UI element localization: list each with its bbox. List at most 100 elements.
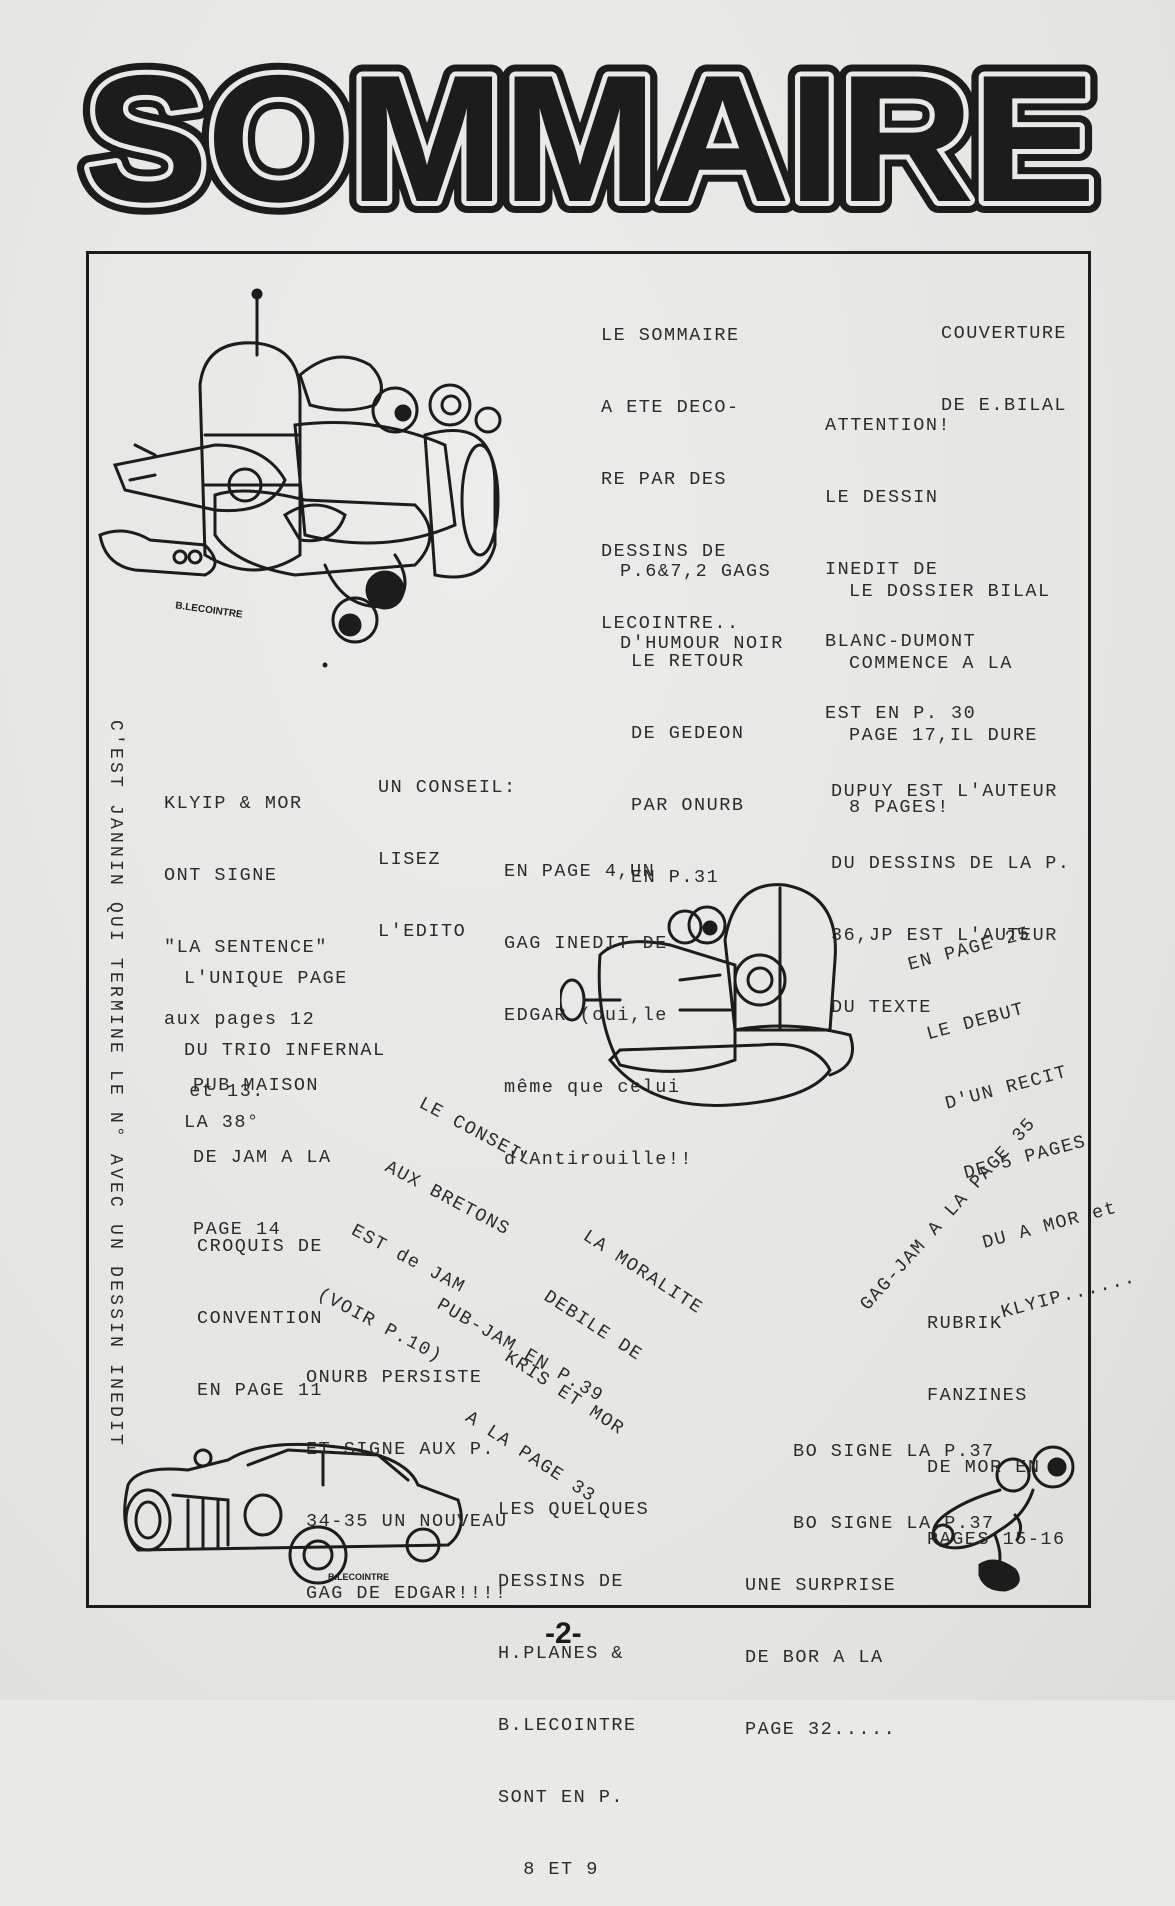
note-line: ONT SIGNE xyxy=(164,865,278,886)
note-line: EN PAGE 4,UN xyxy=(504,861,656,882)
note-line: 8 ET 9 xyxy=(498,1859,599,1880)
note-line: RE PAR DES xyxy=(601,469,728,490)
note-line: GAG DE EDGAR!!!! xyxy=(306,1583,508,1604)
note-line: LA MORALITE xyxy=(578,1226,707,1320)
note-gags-humour: P.6&7,2 GAGS D'HUMOUR NOIR xyxy=(620,512,784,680)
note-line: PAGE 32..... xyxy=(745,1719,897,1740)
note-couverture: COUVERTURE DE E.BILAL xyxy=(941,274,1067,442)
note-line: 34-35 UN NOUVEAU xyxy=(306,1511,508,1532)
car-drawing: B.LECOINTRE xyxy=(118,1440,473,1590)
note-line: LE DOSSIER BILAL xyxy=(849,581,1051,602)
note-line: GAG INEDIT DE xyxy=(504,933,668,954)
note-line: et 13. xyxy=(164,1081,265,1102)
note-line: D'HUMOUR NOIR xyxy=(620,633,784,654)
note-line: LE CONSEIL xyxy=(415,1093,537,1171)
note-line: même que celui xyxy=(504,1077,681,1098)
page-title: SOMMAIRE SOMMAIRE SOMMAIRE xyxy=(72,26,1108,251)
creature-drawing xyxy=(925,1445,1080,1595)
note-line: EDGAR (oui,le xyxy=(504,1005,668,1026)
title-ring: SOMMAIRE xyxy=(85,62,1095,232)
note-line: DESSINS DE xyxy=(498,1571,625,1592)
note-line: ET SIGNE AUX P. xyxy=(306,1439,496,1460)
note-line: DESSINS DE xyxy=(601,541,728,562)
note-onurb: ONURB PERSISTE ET SIGNE AUX P. 34-35 UN … xyxy=(306,1318,508,1630)
note-line: "LA SENTENCE" xyxy=(164,937,328,958)
note-line: ATTENTION! xyxy=(825,415,952,436)
note-line: d'Antirouille!! xyxy=(504,1149,694,1170)
note-line: LE DESSIN xyxy=(825,487,939,508)
note-line: EN PAGE 25 xyxy=(905,922,1033,976)
note-line: PAGE 14 xyxy=(193,1219,282,1240)
note-line: DU TRIO INFERNAL xyxy=(184,1040,386,1061)
note-pub-maison: PUB MAISON DE JAM A LA PAGE 14 xyxy=(193,1026,332,1266)
note-line: FANZINES xyxy=(927,1385,1028,1406)
note-retour-gedeon: LE RETOUR DE GEDEON PAR ONURB EN P.31 xyxy=(631,602,744,914)
note-line: DE BOR A LA xyxy=(745,1647,884,1668)
note-line: BO SIGNE LA P.37 xyxy=(793,1513,995,1534)
page-number: -2- xyxy=(545,1617,582,1650)
note-line: B.LECOINTRE xyxy=(498,1715,637,1736)
note-line: LA 38° xyxy=(184,1112,260,1133)
robot-spaceship-drawing: B.LECOINTRE xyxy=(95,285,545,680)
note-line: DUPUY EST L'AUTEUR xyxy=(831,781,1058,802)
note-line: A ETE DECO- xyxy=(601,397,740,418)
note-line: LES QUELQUES xyxy=(498,1499,650,1520)
note-croquis: CROQUIS DE CONVENTION EN PAGE 11 xyxy=(197,1187,323,1427)
note-line: LE RETOUR xyxy=(631,651,745,672)
note-line: 8 PAGES! xyxy=(849,797,950,818)
note-line: EN P.31 xyxy=(631,867,720,888)
note-line: H.PLANES & xyxy=(498,1643,625,1664)
note-line: UN CONSEIL: xyxy=(378,777,517,798)
note-klyip-mor: KLYIP & MOR ONT SIGNE "LA SENTENCE" aux … xyxy=(164,744,328,1128)
note-line: INEDIT DE xyxy=(825,559,939,580)
note-bo-signe: BO SIGNE LA P.37 BO SIGNE LA P.37 xyxy=(793,1392,995,1560)
note-line: PUB MAISON xyxy=(193,1075,320,1096)
note-line: DE JAM A LA xyxy=(193,1147,332,1168)
note-line: COUVERTURE xyxy=(941,323,1068,344)
note-line: AUX BRETONS xyxy=(381,1156,514,1241)
content-frame xyxy=(86,251,1091,1608)
note-line: BLANC-DUMONT xyxy=(825,631,977,652)
submarine-robot-drawing xyxy=(558,870,900,1125)
note-line: DE MOR EN xyxy=(927,1457,1041,1478)
note-line: PAR ONURB xyxy=(631,795,745,816)
note-line: PAGE 17,IL DURE xyxy=(849,725,1039,746)
note-line: DE GEDEON xyxy=(631,723,745,744)
note-line: RUBRIK xyxy=(927,1313,1003,1334)
note-line: LE SOMMAIRE xyxy=(601,325,740,346)
note-trio: L'UNIQUE PAGE DU TRIO INFERNAL LA 38° xyxy=(184,919,386,1159)
note-line: CONVENTION xyxy=(197,1308,324,1329)
note-line: PAGES 15-16 xyxy=(927,1529,1066,1550)
note-sommaire-decore: LE SOMMAIRE A ETE DECO- RE PAR DES DESSI… xyxy=(601,276,740,660)
note-line: 36,JP EST L'AUTEUR xyxy=(831,925,1058,946)
car-signature: B.LECOINTRE xyxy=(328,1572,390,1582)
note-rubrik: RUBRIK FANZINES DE MOR EN PAGES 15-16 xyxy=(927,1264,1066,1576)
note-attention: ATTENTION! LE DESSIN INEDIT DE BLANC-DUM… xyxy=(825,366,976,750)
note-dossier-bilal: LE DOSSIER BILAL COMMENCE A LA PAGE 17,I… xyxy=(849,532,1051,844)
title-text: SOMMAIRE xyxy=(85,62,1095,232)
note-line: DE E.BILAL xyxy=(941,395,1068,416)
note-dupuy: DUPUY EST L'AUTEUR DU DESSINS DE LA P. 3… xyxy=(831,732,1070,1044)
note-line: LE DEBUT xyxy=(924,998,1028,1046)
note-line: SONT EN P. xyxy=(498,1787,625,1808)
note-line: COMMENCE A LA xyxy=(849,653,1013,674)
note-line: EN PAGE 11 xyxy=(197,1380,324,1401)
note-line: UNE SURPRISE xyxy=(745,1575,897,1596)
note-line: L'EDITO xyxy=(378,921,467,942)
note-line: LECOINTRE.. xyxy=(601,613,740,634)
note-line: ONURB PERSISTE xyxy=(306,1367,483,1388)
note-surprise: UNE SURPRISE DE BOR A LA PAGE 32..... xyxy=(745,1526,896,1766)
note-line: KLYIP & MOR xyxy=(164,793,303,814)
paper-background xyxy=(0,0,1175,1700)
note-line: L'UNIQUE PAGE xyxy=(184,968,348,989)
title-outline: SOMMAIRE xyxy=(85,62,1095,232)
note-line: LISEZ xyxy=(378,849,442,870)
note-page4: EN PAGE 4,UN GAG INEDIT DE EDGAR (oui,le… xyxy=(504,812,693,1196)
note-line: EST EN P. 30 xyxy=(825,703,977,724)
note-line: BO SIGNE LA P.37 xyxy=(793,1441,995,1462)
note-conseil: UN CONSEIL: LISEZ L'EDITO xyxy=(378,728,517,968)
note-line: DU TEXTE xyxy=(831,997,932,1018)
vertical-note-text: C'EST JANNIN QUI TERMINE LE N° AVEC UN D… xyxy=(105,720,125,1449)
vertical-note: C'EST JANNIN QUI TERMINE LE N° AVEC UN D… xyxy=(95,720,135,1448)
note-line: aux pages 12 xyxy=(164,1009,316,1030)
